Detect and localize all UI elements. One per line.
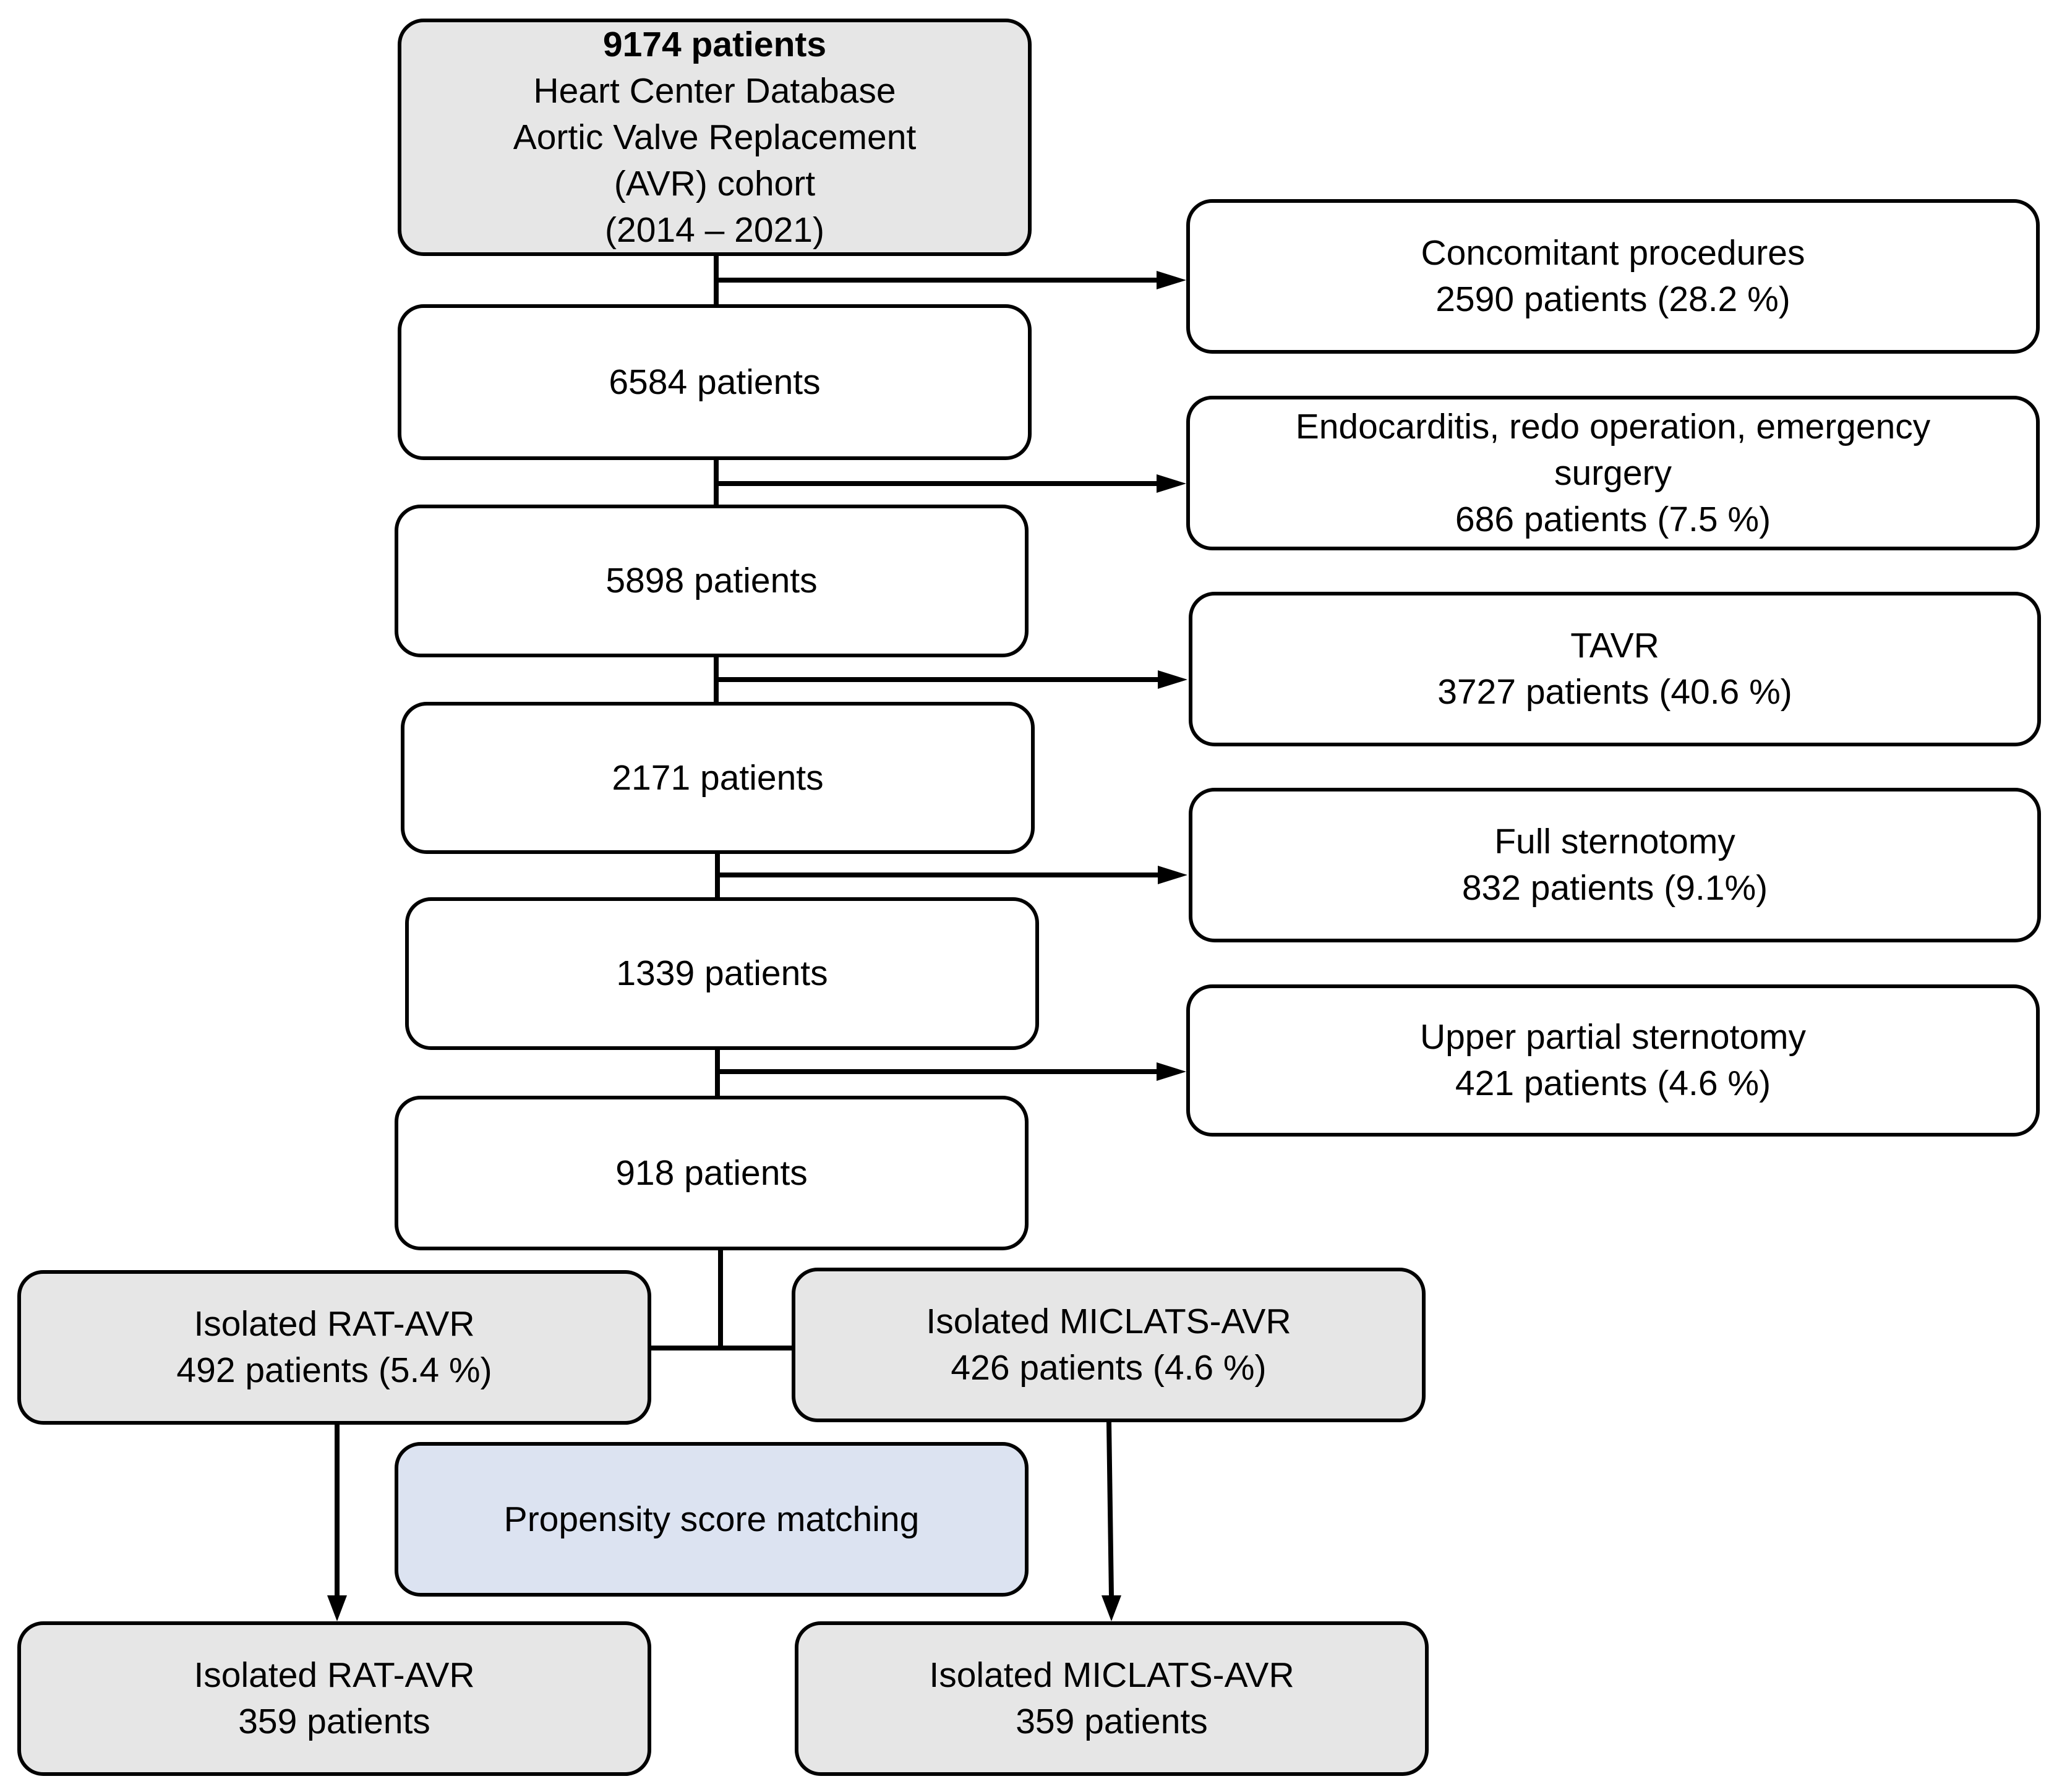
miclats-arrowhead bbox=[1102, 1595, 1121, 1621]
flow-box-4-label: 1339 patients bbox=[616, 954, 828, 993]
start-line-3: (AVR) cohort bbox=[614, 163, 816, 203]
exclusion-5-line-1: Upper partial sternotomy bbox=[1419, 1017, 1807, 1057]
exclusion-3-line-1: TAVR bbox=[1570, 626, 1659, 665]
flow-box-5: 918 patients bbox=[395, 1096, 1029, 1250]
start-box: 9174 patients Heart Center Database Aort… bbox=[398, 19, 1032, 256]
flow-box-2: 5898 patients bbox=[395, 505, 1029, 657]
exclusion-5-line-2: 421 patients (4.6 %) bbox=[1455, 1064, 1771, 1103]
propensity-matching-box: Propensity score matching bbox=[395, 1442, 1029, 1597]
exclusion-4-line-1: Full sternotomy bbox=[1494, 822, 1735, 861]
miclats-avr-line-2: 426 patients (4.6 %) bbox=[951, 1348, 1267, 1388]
rat-arrowhead bbox=[327, 1595, 347, 1621]
rat-avr-box: Isolated RAT-AVR 492 patients (5.4 %) bbox=[17, 1270, 651, 1425]
start-title: 9174 patients bbox=[602, 24, 827, 64]
exclusion-1-line-1: Concomitant procedures bbox=[1421, 233, 1805, 273]
exclusion-box-3: TAVR 3727 patients (40.6 %) bbox=[1189, 592, 2041, 746]
rat-avr-matched-line-1: Isolated RAT-AVR bbox=[194, 1655, 475, 1695]
miclats-avr-matched-line-1: Isolated MICLATS-AVR bbox=[929, 1655, 1294, 1695]
miclats-avr-line-1: Isolated MICLATS-AVR bbox=[926, 1302, 1291, 1341]
exclusion-arrowhead-3 bbox=[1158, 670, 1187, 689]
exclusion-1-line-2: 2590 patients (28.2 %) bbox=[1435, 279, 1790, 319]
exclusion-arrowhead-4 bbox=[1158, 866, 1187, 884]
miclats-avr-matched-line-2: 359 patients bbox=[1016, 1702, 1208, 1741]
flow-box-1: 6584 patients bbox=[398, 304, 1032, 460]
exclusion-box-2: Endocarditis, redo operation, emergency … bbox=[1186, 396, 2040, 550]
miclats-avr-matched-box: Isolated MICLATS-AVR 359 patients bbox=[795, 1621, 1429, 1776]
exclusion-box-4: Full sternotomy 832 patients (9.1%) bbox=[1189, 788, 2041, 942]
exclusion-2-line-1: Endocarditis, redo operation, emergency bbox=[1295, 406, 1931, 446]
rat-avr-line-1: Isolated RAT-AVR bbox=[194, 1304, 475, 1344]
rat-avr-matched-box: Isolated RAT-AVR 359 patients bbox=[17, 1621, 651, 1776]
exclusion-4-line-2: 832 patients (9.1%) bbox=[1461, 868, 1768, 908]
start-line-1: Heart Center Database bbox=[533, 70, 896, 111]
flow-box-3-label: 2171 patients bbox=[612, 757, 824, 798]
miclats-to-matched-line bbox=[1106, 1422, 1114, 1597]
flow-box-2-label: 5898 patients bbox=[605, 561, 818, 600]
exclusion-box-5: Upper partial sternotomy 421 patients (4… bbox=[1186, 984, 2040, 1137]
flow-box-4: 1339 patients bbox=[405, 897, 1039, 1050]
rat-avr-matched-line-2: 359 patients bbox=[238, 1702, 430, 1741]
propensity-matching-label: Propensity score matching bbox=[503, 1499, 920, 1539]
flow-box-5-label: 918 patients bbox=[615, 1153, 808, 1193]
start-line-4: (2014 – 2021) bbox=[605, 210, 824, 250]
start-line-2: Aortic Valve Replacement bbox=[513, 117, 917, 157]
miclats-avr-box: Isolated MICLATS-AVR 426 patients (4.6 %… bbox=[792, 1268, 1426, 1422]
exclusion-box-1: Concomitant procedures 2590 patients (28… bbox=[1186, 199, 2040, 354]
exclusion-arrowhead-1 bbox=[1157, 271, 1186, 289]
flow-box-1-label: 6584 patients bbox=[609, 362, 821, 402]
rat-avr-line-2: 492 patients (5.4 %) bbox=[176, 1350, 492, 1390]
exclusion-arrowhead-5 bbox=[1157, 1062, 1186, 1081]
exclusion-3-line-2: 3727 patients (40.6 %) bbox=[1437, 672, 1792, 712]
exclusion-2-line-2: surgery bbox=[1554, 453, 1672, 493]
exclusion-arrowhead-2 bbox=[1157, 474, 1186, 493]
exclusion-2-line-3: 686 patients (7.5 %) bbox=[1455, 499, 1771, 539]
flow-box-3: 2171 patients bbox=[401, 702, 1035, 854]
